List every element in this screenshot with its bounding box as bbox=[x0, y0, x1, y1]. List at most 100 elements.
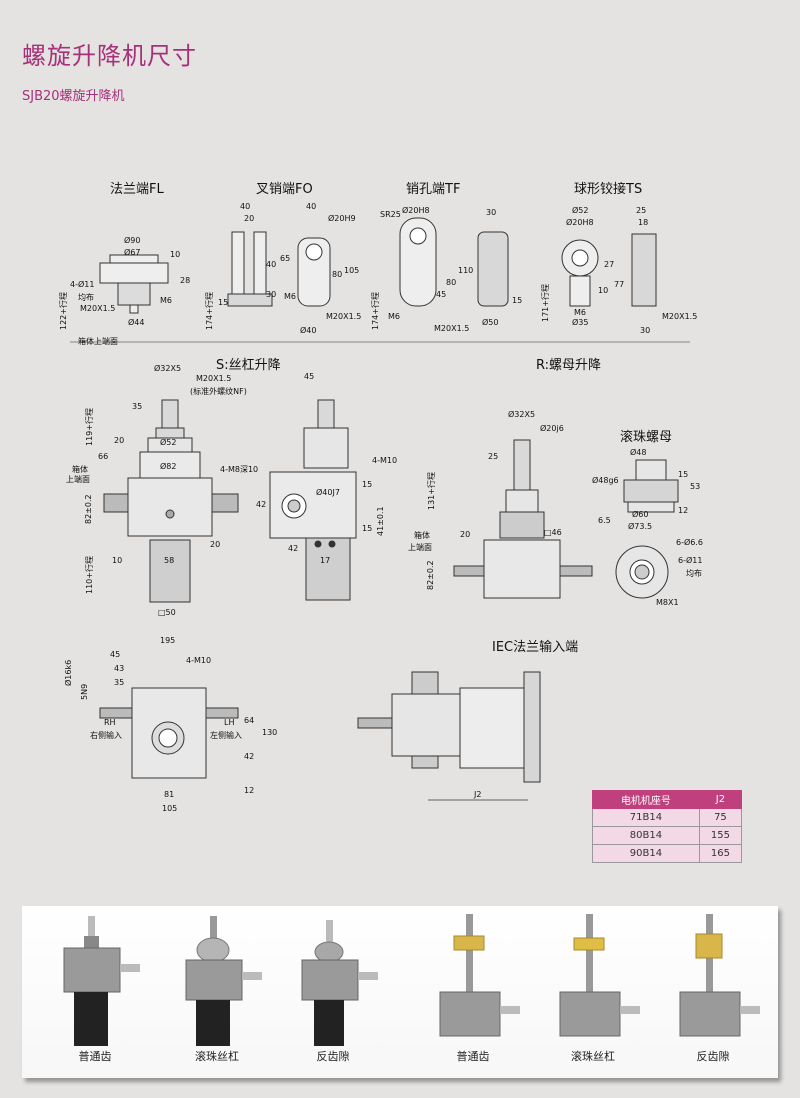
dim: 4-M8深10 bbox=[220, 465, 259, 474]
dim: 10 bbox=[598, 286, 609, 295]
dim: Ø50 bbox=[482, 318, 499, 327]
label-ball-nut: 滚珠螺母 bbox=[620, 430, 673, 445]
table-cell: 80B14 bbox=[592, 826, 700, 845]
dim: 上端面 bbox=[408, 543, 432, 552]
dim: 20 bbox=[114, 436, 125, 445]
dim: 174+行程 bbox=[371, 292, 380, 330]
dim: M20X1.5 bbox=[326, 312, 362, 321]
dim: 41±0.1 bbox=[376, 506, 385, 536]
table-row: 80B14 155 bbox=[592, 826, 743, 845]
dim: 6.5 bbox=[598, 516, 611, 525]
dim: 110 bbox=[458, 266, 474, 275]
dim: Ø48 bbox=[630, 448, 647, 457]
product-image-standard-nut: 普通齿 bbox=[418, 906, 528, 1078]
dim: Ø48g6 bbox=[592, 476, 619, 485]
dim: M8X1 bbox=[656, 598, 679, 607]
dim: 15 bbox=[512, 296, 523, 305]
product-label: 滚珠丝杠 bbox=[571, 1050, 615, 1063]
dim: M20X1.5 bbox=[80, 304, 116, 313]
dim: 65 bbox=[280, 254, 291, 263]
dim: Ø90 bbox=[124, 236, 141, 245]
label-ball-joint: 球形铰接TS bbox=[574, 182, 643, 197]
dim: RH bbox=[104, 718, 116, 727]
dim: 箱体上端面 bbox=[78, 337, 118, 346]
dim: Ø32X5 bbox=[508, 410, 536, 419]
dim: 80 bbox=[332, 270, 343, 279]
dim: M6 bbox=[284, 292, 296, 301]
dim: 4-M10 bbox=[186, 656, 212, 665]
dim: 17 bbox=[320, 556, 331, 565]
jack-standard-nut-icon bbox=[439, 914, 520, 1037]
dim: 15 bbox=[678, 470, 689, 479]
dim: 6-Ø6.6 bbox=[676, 538, 703, 547]
dim: 45 bbox=[304, 372, 315, 381]
dim: Ø32X5 bbox=[154, 364, 182, 373]
dim: 20 bbox=[244, 214, 255, 223]
dim: 40 bbox=[240, 202, 251, 211]
product-image-antibacklash-nut: 反齿隙 bbox=[658, 906, 768, 1078]
product-photo-strip: 普通齿 滚珠丝杠 反齿隙 普通齿 bbox=[22, 906, 778, 1078]
dim: SR25 bbox=[380, 210, 401, 219]
table-header: 电机机座号 bbox=[592, 790, 700, 809]
dim: 4-M10 bbox=[372, 456, 398, 465]
dim: M6 bbox=[574, 308, 586, 317]
dim: Ø52 bbox=[160, 438, 177, 447]
dim: 20 bbox=[210, 540, 221, 549]
dim: 82±0.2 bbox=[426, 560, 435, 590]
motor-table: 电机机座号 J2 71B14 75 80B14 155 90B14 165 bbox=[592, 790, 743, 863]
dim: 171+行程 bbox=[541, 284, 550, 322]
dim: 30 bbox=[486, 208, 497, 217]
dim: 64 bbox=[244, 716, 255, 725]
dim: 195 bbox=[160, 636, 176, 645]
dim: 5N9 bbox=[80, 683, 89, 700]
label-nut-lifting: R:螺母升降 bbox=[536, 358, 602, 373]
dim: Ø40J7 bbox=[316, 488, 340, 497]
label-pin-hole-end: 销孔端TF bbox=[406, 182, 461, 197]
table-header: J2 bbox=[698, 790, 743, 809]
dim: 12 bbox=[678, 506, 689, 515]
dim: M20X1.5 bbox=[662, 312, 698, 321]
jack-standard-icon bbox=[63, 916, 140, 1046]
dim: 28 bbox=[180, 276, 191, 285]
dim: 30 bbox=[640, 326, 651, 335]
dim: LH bbox=[224, 718, 235, 727]
dim: 45 bbox=[436, 290, 447, 299]
dim: 77 bbox=[614, 280, 625, 289]
jack-ballscrew-icon bbox=[185, 916, 262, 1046]
dim: 箱体 bbox=[414, 531, 430, 540]
dim: 15 bbox=[218, 298, 229, 307]
product-label: 滚珠丝杠 bbox=[195, 1050, 239, 1063]
dim: M20X1.5 bbox=[434, 324, 470, 333]
table-row: 71B14 75 bbox=[592, 808, 743, 827]
dim: 119+行程 bbox=[85, 408, 94, 446]
table-header-row: 电机机座号 J2 bbox=[592, 790, 743, 809]
dim: M6 bbox=[160, 296, 172, 305]
dim: Ø16k6 bbox=[64, 659, 73, 686]
dim: 15 bbox=[362, 524, 373, 533]
dim: 82±0.2 bbox=[84, 494, 93, 524]
dim: 174+行程 bbox=[205, 292, 214, 330]
dim: 130 bbox=[262, 728, 278, 737]
dim: 上端面 bbox=[66, 475, 90, 484]
table-cell: 155 bbox=[698, 826, 743, 845]
dim: 58 bbox=[164, 556, 175, 565]
dim: Ø44 bbox=[128, 318, 145, 327]
dim: 30 bbox=[266, 290, 277, 299]
dim: 18 bbox=[638, 218, 649, 227]
product-image-standard: 普通齿 bbox=[40, 906, 150, 1078]
dim: 43 bbox=[114, 664, 125, 673]
dim: J2 bbox=[474, 790, 482, 799]
dim: Ø20j6 bbox=[540, 424, 564, 433]
dim: Ø20H8 bbox=[566, 218, 594, 227]
dim: 箱体 bbox=[72, 465, 88, 474]
label-flange-end: 法兰端FL bbox=[110, 182, 164, 197]
dim: 10 bbox=[170, 250, 181, 259]
label-screw-lifting: S:丝杠升降 bbox=[216, 358, 281, 373]
dim: Ø60 bbox=[632, 510, 649, 519]
dim: (标准外螺纹NF) bbox=[190, 387, 247, 396]
dim: 122+行程 bbox=[59, 292, 68, 330]
dim: 45 bbox=[110, 650, 121, 659]
dim: Ø73.5 bbox=[628, 522, 653, 531]
technical-drawing bbox=[70, 217, 690, 801]
dim: Ø67 bbox=[124, 248, 141, 257]
